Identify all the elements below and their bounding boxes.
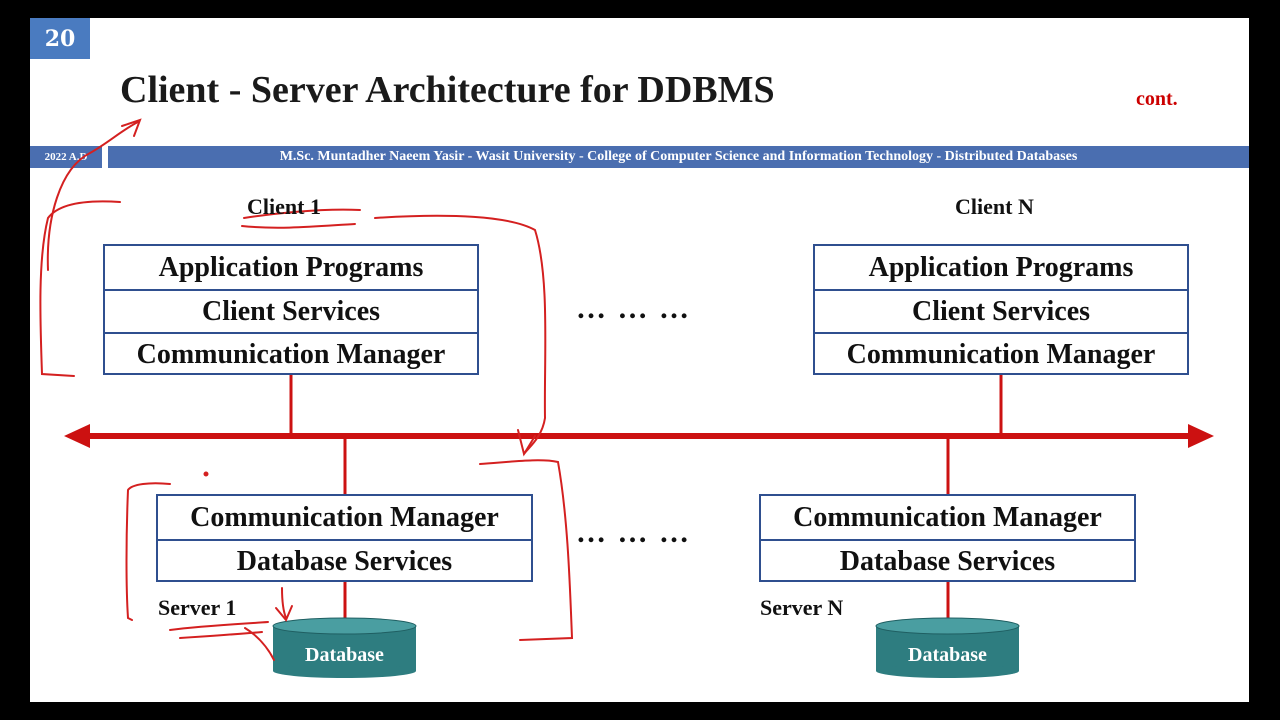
- server-1-database-icon: Database: [272, 617, 417, 678]
- server-ellipsis: … … …: [576, 516, 691, 549]
- client-1-application-programs-layer: Application Programs: [158, 251, 424, 283]
- slide-title: Client - Server Architecture for DDBMS: [120, 69, 775, 111]
- server-1-label: Server 1: [158, 595, 237, 620]
- slide: 20 Client - Server Architecture for DDBM…: [30, 18, 1249, 702]
- client-n-application-programs-layer: Application Programs: [868, 251, 1134, 283]
- client-ellipsis: … … …: [576, 292, 691, 325]
- server-n-database-icon: Database: [875, 617, 1020, 678]
- server-1-stack: Communication Manager Database Services: [156, 494, 533, 582]
- server-1-communication-manager-layer: Communication Manager: [190, 501, 499, 533]
- bus-right-arrowhead: [1188, 424, 1214, 448]
- client-n-label: Client N: [955, 194, 1034, 219]
- diagram-graphics: Database Database: [39, 118, 1214, 678]
- cont-label: cont.: [1136, 88, 1178, 110]
- client-1-stack: Application Programs Client Services Com…: [103, 244, 479, 375]
- client-1-communication-manager-layer: Communication Manager: [105, 332, 477, 375]
- bus-left-arrowhead: [64, 424, 90, 448]
- server-1-database-services-layer: Database Services: [158, 539, 531, 582]
- server-n-database-services-layer: Database Services: [761, 539, 1134, 582]
- server-1-database-label: Database: [305, 644, 384, 666]
- network-bus: [64, 424, 1214, 448]
- page-number-badge: 20: [30, 18, 90, 59]
- server-n-communication-manager-layer: Communication Manager: [793, 501, 1102, 533]
- header-info-band: M.Sc. Muntadher Naeem Yasir - Wasit Univ…: [108, 146, 1249, 168]
- server-n-label: Server N: [760, 595, 844, 620]
- server-n-database-label: Database: [908, 644, 987, 666]
- client-1-client-services-layer: Client Services: [105, 289, 477, 332]
- handwritten-annotations: [39, 118, 574, 661]
- client-n-communication-manager-layer: Communication Manager: [815, 332, 1187, 375]
- client-n-client-services-layer: Client Services: [815, 289, 1187, 332]
- client-1-label: Client 1: [247, 194, 321, 219]
- server-n-stack: Communication Manager Database Services: [759, 494, 1136, 582]
- client-n-stack: Application Programs Client Services Com…: [813, 244, 1189, 375]
- year-label: 2022 A.D: [30, 146, 102, 168]
